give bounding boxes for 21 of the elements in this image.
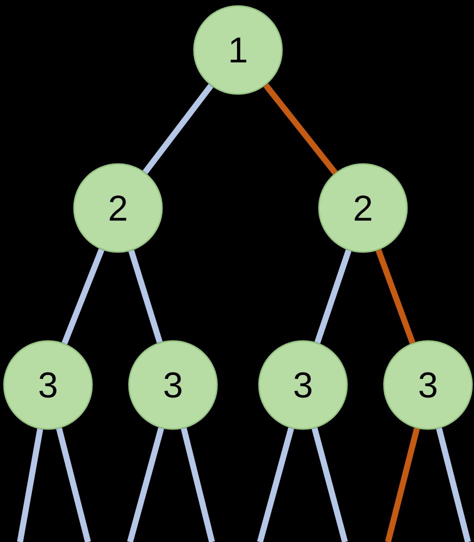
tree-node: 2 (73, 163, 163, 253)
tree-node: 3 (3, 340, 93, 430)
tree-edge (56, 428, 91, 542)
tree-node: 3 (128, 340, 218, 430)
tree-node: 3 (258, 340, 348, 430)
tree-edge (312, 427, 348, 542)
tree-edge (180, 428, 215, 542)
tree-edge (376, 248, 416, 344)
tree-node: 3 (383, 340, 473, 430)
tree-edge (142, 84, 214, 174)
tree-edge (128, 250, 163, 344)
tree-edge (263, 83, 338, 175)
tree-edge (17, 428, 44, 542)
tree-edge (62, 248, 104, 344)
tree-edge (257, 427, 294, 542)
tree-edge (385, 428, 420, 542)
tree-edge (436, 428, 471, 542)
tree-edge (127, 427, 164, 542)
tree-node: 2 (318, 163, 408, 253)
tree-edge (314, 249, 352, 344)
tree-node: 1 (193, 5, 283, 95)
